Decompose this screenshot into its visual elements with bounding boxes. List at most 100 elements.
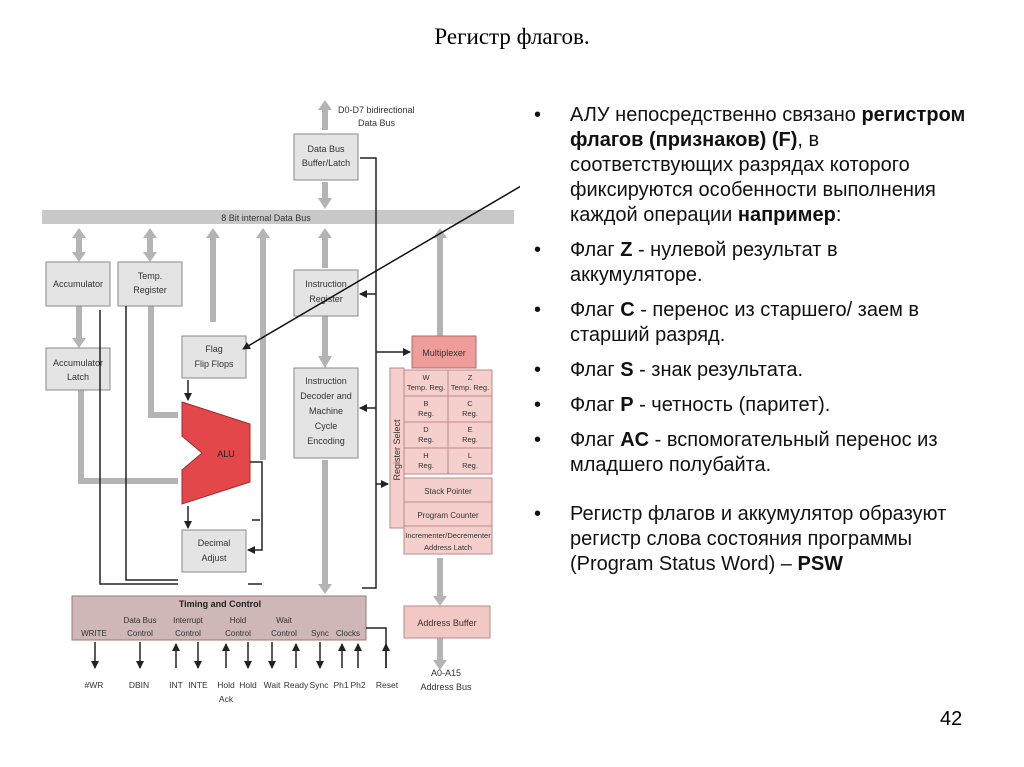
- bullet-item: •Флаг AC - вспомогательный перенос из мл…: [532, 428, 972, 478]
- multiplexer-block: [411, 335, 477, 369]
- data-bus-top-label-2: Data Bus: [358, 118, 396, 128]
- decoder-label-1: Instruction: [305, 376, 347, 386]
- data-bus-buffer-label-2: Buffer/Latch: [302, 158, 350, 168]
- pin-label: DBIN: [129, 680, 149, 690]
- bullet-text: - нулевой результат в аккумуляторе.: [570, 239, 838, 286]
- bullet-text: - вспомогательный перенос из младшего по…: [570, 429, 938, 476]
- timing-label: Hold: [230, 616, 246, 625]
- svg-text:Adjust: Adjust: [201, 553, 227, 563]
- svg-text:Incrementer/Decrementer: Incrementer/Decrementer: [405, 531, 491, 540]
- decimal-adjust-label-1: Decimal: [198, 538, 231, 548]
- accumulator-latch-label-1: Accumulator: [53, 358, 103, 368]
- pin-label: INTE: [188, 680, 208, 690]
- timing-label: Control: [225, 629, 251, 638]
- accumulator-latch-label-2: Latch: [67, 372, 89, 382]
- svg-text:Cycle: Cycle: [315, 421, 338, 431]
- bullet-bold-text: S: [620, 359, 634, 381]
- bullet-bold-text: Z: [620, 239, 633, 261]
- bullet-dot: •: [534, 104, 542, 126]
- instruction-register-block: [293, 269, 359, 317]
- address-buffer-label: Address Buffer: [417, 618, 476, 628]
- bullet-bold-text: например: [737, 204, 836, 226]
- pin-label: Ph2: [350, 680, 365, 690]
- register-cell-label: Reg.: [462, 461, 478, 470]
- register-cell-label: Temp. Reg.: [407, 383, 445, 392]
- decimal-adjust-block: [181, 529, 247, 573]
- bullet-dot: •: [534, 429, 542, 451]
- pin-arrows: [91, 627, 390, 669]
- pin-label: Reset: [376, 680, 399, 690]
- bullet-text: Флаг: [570, 239, 621, 261]
- register-cell-label: H: [423, 451, 428, 460]
- pin-label: Sync: [310, 680, 330, 690]
- bullet-text: АЛУ непосредственно связано: [570, 104, 862, 126]
- svg-text:A0-A15: A0-A15: [431, 668, 461, 678]
- bullet-item: •АЛУ непосредственно связано регистром ф…: [532, 103, 972, 228]
- svg-text:Instruction: Instruction: [305, 376, 347, 386]
- register-cell-label: L: [468, 451, 472, 460]
- timing-label: Data Bus: [124, 616, 157, 625]
- instruction-register-label-2: Register: [309, 294, 343, 304]
- register-cell-label: B: [423, 399, 428, 408]
- flag-flip-flops-block: [181, 335, 247, 379]
- register-cell: [447, 421, 493, 449]
- decoder-label-3: Machine: [309, 406, 343, 416]
- flag-flip-flops-label-2: Flip Flops: [194, 359, 234, 369]
- incrementer-block: [403, 525, 493, 555]
- bullet-text: , в соответствующих разрядах которого фи…: [570, 129, 936, 226]
- svg-text:Instruction: Instruction: [305, 279, 347, 289]
- svg-text:Encoding: Encoding: [307, 436, 345, 446]
- svg-text:Temp.: Temp.: [138, 271, 163, 281]
- bullet-item: •Флаг S - знак результата.: [532, 358, 972, 383]
- pin-label: INT: [169, 680, 183, 690]
- bullet-text: :: [835, 204, 842, 226]
- bullet-text: Флаг: [570, 429, 621, 451]
- bullet-text: - четность (паритет).: [633, 394, 831, 416]
- timing-control-block: [71, 595, 367, 641]
- register-cell: [447, 447, 493, 475]
- bullet-item: • Флаг Z - нулевой результат в аккумулято…: [532, 238, 972, 288]
- bullet-text: - знак результата.: [633, 359, 804, 381]
- pin-label: Ph1: [333, 680, 348, 690]
- register-cell-label: Reg.: [462, 409, 478, 418]
- register-cell: [403, 369, 449, 397]
- accumulator-block: [45, 261, 111, 307]
- cpu-block-diagram: 8 Bit internal Data Bus Data Bus Buffer/…: [42, 100, 520, 704]
- register-cell: [403, 421, 449, 449]
- bullet-bold-text: C: [620, 299, 635, 321]
- timing-label: Sync: [311, 629, 329, 638]
- bullet-text: - перенос из старшего/ заем в старший ра…: [570, 299, 920, 346]
- svg-text:Address Latch: Address Latch: [424, 543, 472, 552]
- bullet-bold-text: PSW: [797, 553, 844, 575]
- bullet-dot: •: [534, 394, 542, 416]
- bullet-dot: •: [534, 239, 542, 261]
- temp-register-label-1: Temp.: [138, 271, 163, 281]
- svg-text:Machine: Machine: [309, 406, 343, 416]
- address-bus-label-2: Address Bus: [420, 682, 472, 692]
- program-counter-block: [403, 501, 493, 527]
- register-cell-label: D: [423, 425, 429, 434]
- data-bus-top-label-1: D0-D7 bidirectional: [338, 105, 415, 115]
- bullet-bold-text: P: [620, 394, 634, 416]
- pin-label: Ready: [284, 680, 309, 690]
- svg-text:Accumulator: Accumulator: [53, 358, 103, 368]
- register-cell-label: Temp. Reg.: [451, 383, 489, 392]
- register-cell-label: C: [467, 399, 473, 408]
- pin-label: #WR: [85, 680, 104, 690]
- bus-arrows: [72, 100, 447, 670]
- pin-label: Hold: [217, 680, 235, 690]
- timing-label: Clocks: [336, 629, 360, 638]
- temp-register-block: [117, 261, 183, 307]
- bullet-item: •Флаг P - четность (паритет).: [532, 393, 972, 418]
- timing-label: Control: [175, 629, 201, 638]
- pin-label: Hold: [239, 680, 257, 690]
- decoder-label-2: Decoder and: [300, 391, 352, 401]
- internal-bus-label: 8 Bit internal Data Bus: [221, 213, 311, 223]
- bullet-dot: •: [534, 299, 542, 321]
- bullet-item: •Регистр флагов и аккумулятор образуют р…: [532, 502, 972, 577]
- svg-text:D0-D7 bidirectional: D0-D7 bidirectional: [338, 105, 415, 115]
- svg-text:Buffer/Latch: Buffer/Latch: [302, 158, 350, 168]
- pin-label: Wait: [264, 680, 281, 690]
